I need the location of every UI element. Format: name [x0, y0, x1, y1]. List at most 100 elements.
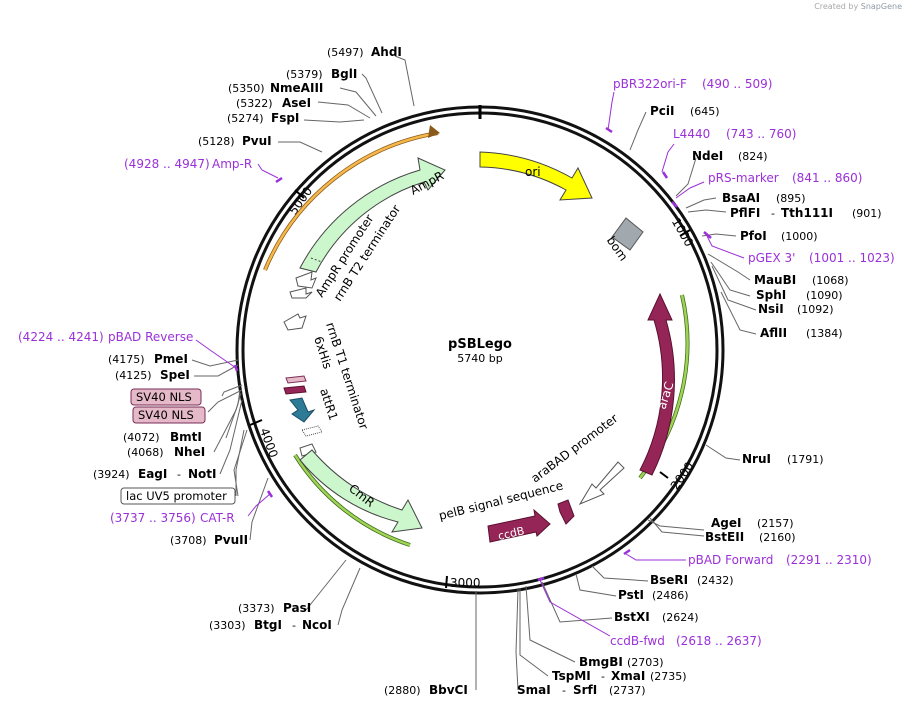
eagi-name[interactable]: EagI: [138, 467, 167, 481]
rrnb-t2-feature[interactable]: [289, 287, 313, 299]
bom-feature[interactable]: [611, 217, 644, 251]
tth111i-name[interactable]: Tth111I: [781, 206, 833, 220]
feature-boxes: SV40 NLS SV40 NLS lac UV5 promoter: [120, 388, 236, 505]
pbadfwd-name[interactable]: pBAD Forward: [688, 553, 773, 567]
bgli-name[interactable]: BglI: [331, 67, 357, 81]
plasmid-name: pSBLego: [448, 337, 512, 352]
nhei-pos: (4068): [127, 446, 164, 459]
nrui-name[interactable]: NruI: [742, 452, 771, 466]
pfoi-pos: (1000): [781, 230, 818, 243]
nmeaiii-name[interactable]: NmeAIII: [270, 81, 323, 95]
pelb-feature[interactable]: [557, 499, 575, 525]
agei-pos: (2157): [757, 517, 794, 530]
pcii-name[interactable]: PciI: [650, 104, 675, 118]
arabad-promoter-feature[interactable]: [578, 461, 625, 506]
arabad-label: araBAD promoter: [528, 411, 620, 485]
sphi-pos: (1090): [806, 289, 843, 302]
nhei-name[interactable]: NheI: [174, 445, 205, 459]
lac-uv5-box[interactable]: [120, 487, 236, 505]
pbadrev-name[interactable]: pBAD Reverse: [108, 330, 193, 344]
fspi-name[interactable]: FspI: [271, 111, 299, 125]
attr1-feature[interactable]: [289, 397, 316, 423]
lac-uv5-feature[interactable]: [301, 425, 323, 437]
psti-pos: (2486): [652, 589, 689, 602]
tick-3000: [445, 575, 448, 589]
bmti-name[interactable]: BmtI: [170, 430, 202, 444]
sphi-name[interactable]: SphI: [756, 288, 786, 302]
aflii-pos: (1384): [806, 327, 843, 340]
l4440-range: (743 .. 760): [726, 127, 796, 141]
smai-name[interactable]: SmaI: [517, 683, 551, 697]
attr1-label: attR1: [317, 387, 340, 422]
asei-name[interactable]: AseI: [282, 96, 311, 110]
pasi-name[interactable]: PasI: [283, 601, 311, 615]
srfi-name[interactable]: SrfI: [573, 683, 597, 697]
arac-feature[interactable]: [639, 292, 675, 476]
bmgbi-name[interactable]: BmgBI: [579, 655, 623, 669]
ccdbfwd-name[interactable]: ccdB-fwd: [610, 634, 665, 648]
ampr-primer-name[interactable]: Amp-R: [212, 157, 252, 171]
sv40-box-1[interactable]: [130, 388, 202, 406]
ampr-feature[interactable]: [299, 157, 446, 273]
primer-leaders: [195, 91, 745, 637]
tick-4000: [249, 419, 263, 426]
ndei-name[interactable]: NdeI: [692, 149, 723, 163]
pvuii-pos: (3708): [170, 534, 207, 547]
primer-labels: pBR322ori-F (490 .. 509) L4440 (743 .. 7…: [18, 77, 895, 648]
bseri-name[interactable]: BseRI: [650, 573, 688, 587]
pflfi-pos: (901): [852, 207, 882, 220]
maubi-pos: (1068): [812, 274, 849, 287]
smai-dash: -: [562, 684, 566, 697]
tspmi-name[interactable]: TspMI: [552, 669, 591, 683]
pmei-name[interactable]: PmeI: [154, 352, 188, 366]
ori-feature[interactable]: [479, 151, 593, 201]
pvui-name[interactable]: PvuI: [242, 134, 272, 148]
pelb-label: pelB signal sequence: [437, 478, 564, 522]
box-leaders: [207, 384, 245, 496]
spei-name[interactable]: SpeI: [160, 368, 190, 382]
agei-name[interactable]: AgeI: [711, 516, 741, 530]
tick-2000: [659, 471, 669, 479]
bbvci-pos: (2880): [384, 684, 421, 697]
prs-name[interactable]: pRS-marker: [708, 171, 779, 185]
bbvci-name[interactable]: BbvCI: [429, 683, 468, 697]
psti-name[interactable]: PstI: [618, 588, 644, 602]
noti-name[interactable]: NotI: [188, 467, 217, 481]
pbadrev-range: (4224 .. 4241): [18, 330, 104, 344]
bsaai-name[interactable]: BsaAI: [722, 191, 760, 205]
asei-pos: (5322): [236, 97, 273, 110]
sv40-box-2[interactable]: [132, 406, 206, 424]
ahdi-name[interactable]: AhdI: [371, 45, 402, 59]
bsteii-name[interactable]: BstEII: [705, 530, 744, 544]
his-tag-feature[interactable]: [283, 385, 307, 395]
nsii-name[interactable]: NsiI: [758, 302, 784, 316]
ncoi-name[interactable]: NcoI: [302, 618, 332, 632]
pbr322-name[interactable]: pBR322ori-F: [613, 77, 687, 91]
sv40-feature-1[interactable]: [285, 375, 307, 384]
cmr-feature[interactable]: [299, 449, 423, 533]
nmeaiii-pos: (5350): [228, 82, 265, 95]
ampr-promoter-feature[interactable]: [295, 271, 317, 289]
bstxi-name[interactable]: BstXI: [614, 610, 650, 624]
pgex3-name[interactable]: pGEX 3': [748, 251, 795, 265]
bsteii-pos: (2160): [759, 531, 796, 544]
enzyme-labels: (5497) AhdI (5379) BglI (5350) NmeAIII (…: [93, 45, 882, 697]
pvuii-name[interactable]: PvuII: [214, 533, 248, 547]
catr-name[interactable]: CAT-R: [200, 511, 235, 525]
maubi-name[interactable]: MauBI: [754, 273, 796, 287]
xmai-name[interactable]: XmaI: [611, 669, 645, 683]
ampr-arc: [263, 131, 439, 271]
ampr-primer-range: (4928 .. 4947): [124, 157, 210, 171]
pfoi-name[interactable]: PfoI: [740, 229, 767, 243]
rrnb-t1-feature[interactable]: [283, 313, 307, 331]
btgi-name[interactable]: BtgI: [254, 618, 282, 632]
pflfi-name[interactable]: PflFI: [730, 206, 760, 220]
position-ticks: 1000 2000 3000 4000 5000: [249, 184, 697, 590]
ahdi-pos: (5497): [327, 46, 364, 59]
ccdb-feature[interactable]: [487, 508, 551, 543]
l4440-name[interactable]: L4440: [673, 127, 710, 141]
aflii-name[interactable]: AflII: [760, 326, 787, 340]
tick-label-2000: 2000: [668, 459, 697, 492]
ampr-promoter-mark: [310, 257, 323, 263]
